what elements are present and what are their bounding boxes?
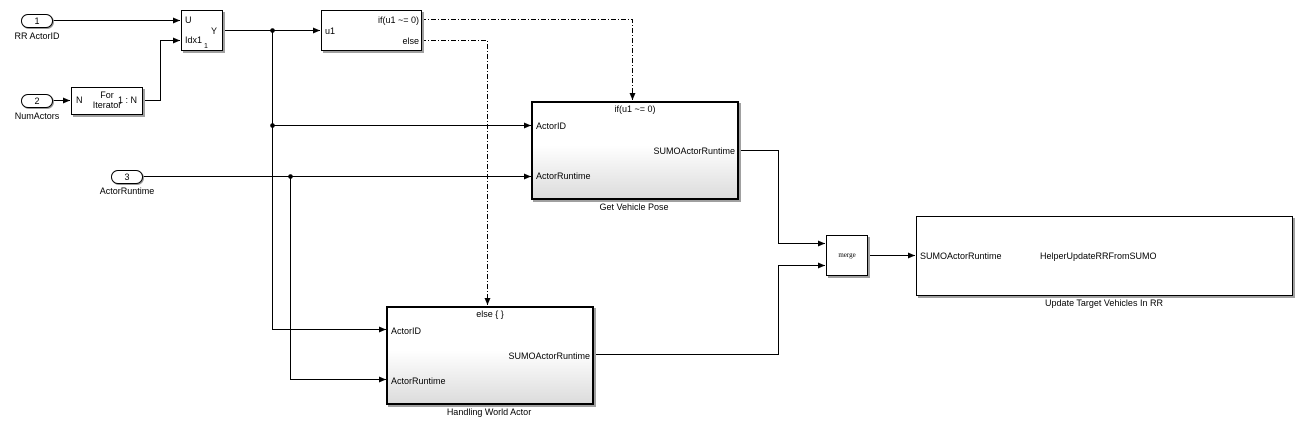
- for-iterator-line2: Iterator: [92, 100, 122, 110]
- line-actorid-branch: [272, 30, 386, 333]
- inport-3-label: ActorRuntime: [99, 186, 155, 196]
- inport-3[interactable]: 3: [111, 170, 143, 184]
- handling-world-actor-actorid-port: ActorID: [391, 326, 422, 336]
- get-vehicle-pose-name: Get Vehicle Pose: [599, 202, 669, 212]
- get-vehicle-pose-runtime-port: ActorRuntime: [536, 171, 591, 181]
- handling-world-actor-subsystem[interactable]: else { } ActorID SUMOActorRuntime ActorR…: [386, 306, 594, 405]
- action-line-if: [421, 19, 636, 100]
- inport-1-label: RR ActorID: [14, 31, 60, 41]
- get-vehicle-pose-subsystem[interactable]: if(u1 ~= 0) ActorID SUMOActorRuntime Act…: [531, 101, 739, 200]
- selector-block[interactable]: U Y Idx1 1: [181, 10, 223, 51]
- update-target-vehicles-name: Update Target Vehicles In RR: [1045, 298, 1163, 308]
- selector-y-port: Y: [211, 26, 218, 36]
- for-iterator-block[interactable]: N For Iterator 1 : N: [71, 87, 143, 115]
- get-vehicle-pose-condition: if(u1 ~= 0): [614, 104, 656, 114]
- merge-block[interactable]: merge: [826, 235, 868, 276]
- if-condition-port: if(u1 ~= 0): [377, 15, 419, 25]
- inport-1-number: 1: [34, 16, 40, 26]
- handling-world-actor-runtime-port: ActorRuntime: [391, 376, 446, 386]
- merge-label: merge: [838, 251, 856, 259]
- update-function-name: HelperUpdateRRFromSUMO: [1040, 251, 1157, 261]
- selector-idx-subscript: 1: [204, 43, 208, 50]
- for-iterator-range: 1 : N: [118, 95, 138, 105]
- line-getpose-to-merge: [738, 150, 825, 247]
- line-runtime-to-handling: [290, 176, 386, 383]
- if-block[interactable]: u1 if(u1 ~= 0) else: [321, 10, 422, 51]
- line-handling-to-merge: [594, 262, 825, 355]
- inport-3-number: 3: [124, 172, 130, 182]
- handling-world-actor-name: Handling World Actor: [446, 407, 532, 417]
- if-u1-port: u1: [325, 26, 336, 36]
- for-iterator-line1: For: [100, 90, 114, 100]
- handling-world-actor-condition: else { }: [476, 309, 504, 319]
- for-iterator-title: For Iterator: [93, 90, 122, 110]
- selector-u-port: U: [185, 15, 192, 25]
- else-port: else: [402, 36, 419, 46]
- selector-idx-port: Idx1: [185, 35, 203, 45]
- inport-2-label: NumActors: [14, 111, 60, 121]
- inport-1[interactable]: 1: [21, 14, 53, 28]
- handling-world-actor-output-port: SUMOActorRuntime: [508, 351, 590, 361]
- action-line-else: [421, 40, 491, 305]
- get-vehicle-pose-output-port: SUMOActorRuntime: [653, 146, 735, 156]
- inport-2-number: 2: [34, 96, 40, 106]
- inport-2[interactable]: 2: [21, 94, 53, 108]
- for-iterator-n-port: N: [76, 95, 83, 105]
- line-for-to-selector-idx: [142, 37, 180, 101]
- get-vehicle-pose-actorid-port: ActorID: [536, 121, 567, 131]
- update-target-vehicles-block[interactable]: SUMOActorRuntime HelperUpdateRRFromSUMO: [916, 216, 1293, 296]
- update-input-port: SUMOActorRuntime: [920, 251, 1002, 261]
